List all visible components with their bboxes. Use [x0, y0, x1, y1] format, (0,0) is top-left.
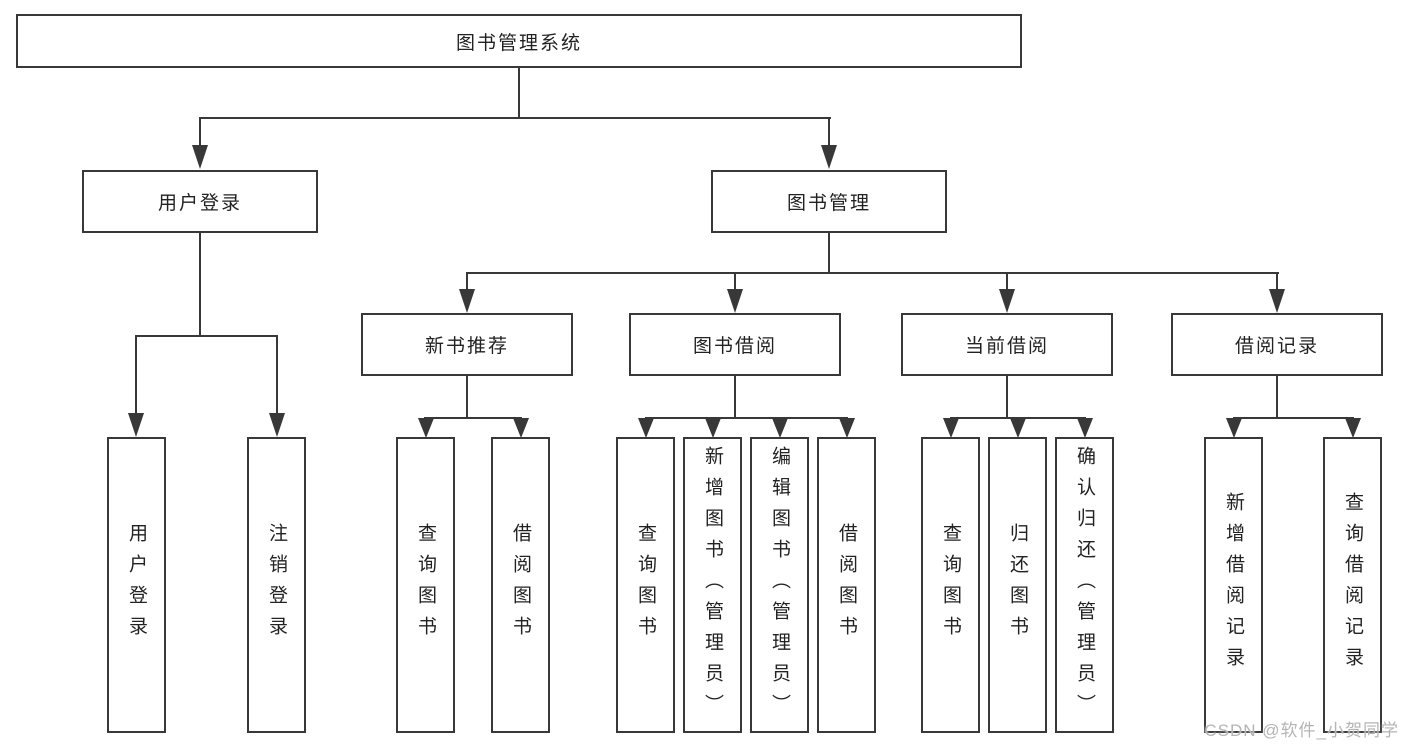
node-current-borrowing: 当前借阅	[901, 313, 1113, 376]
connector-book-borrow-bar	[645, 417, 848, 419]
node-book-borrowing: 图书借阅	[629, 313, 841, 376]
arrow-down-icon	[418, 418, 434, 438]
arrow-down-icon	[1077, 418, 1093, 438]
node-user-login: 用户登录	[82, 170, 318, 233]
connector-new-books-stem	[466, 376, 468, 419]
node-query-books-recommend: 查询图书	[396, 437, 455, 733]
connector-l3-drop	[1276, 272, 1278, 290]
node-query-books-current: 查询图书	[921, 437, 980, 733]
arrow-down-icon	[1345, 418, 1361, 438]
connector-user-login-stem	[199, 233, 201, 337]
node-add-books-admin: 新增图书（管理员）	[683, 437, 742, 733]
node-edit-books-admin: 编辑图书（管理员）	[750, 437, 809, 733]
arrow-down-icon	[513, 418, 529, 438]
node-logout-leaf: 注销登录	[247, 437, 306, 733]
arrow-down-icon	[705, 418, 721, 438]
connector-book-management-drop	[828, 117, 830, 146]
arrow-down-icon	[1269, 289, 1285, 313]
node-confirm-return-admin: 确认归还（管理员）	[1055, 437, 1114, 733]
arrow-down-icon	[192, 145, 208, 169]
node-borrowing-records: 借阅记录	[1171, 313, 1383, 376]
connector-l3-drop	[1006, 272, 1008, 290]
connector-l3-drop	[734, 272, 736, 290]
node-return-books: 归还图书	[988, 437, 1047, 733]
node-query-borrow-record: 查询借阅记录	[1323, 437, 1382, 733]
connector-borrow-records-stem	[1276, 376, 1278, 419]
arrow-down-icon	[821, 145, 837, 169]
connector-root-bar	[199, 117, 831, 119]
arrow-down-icon	[269, 413, 285, 437]
connector-book-management-stem	[828, 233, 830, 274]
arrow-down-icon	[999, 289, 1015, 313]
connector-user-login-drop	[199, 117, 201, 146]
connector-l3-drop	[466, 272, 468, 290]
node-borrow-books-borrowing: 借阅图书	[817, 437, 876, 733]
arrow-down-icon	[839, 418, 855, 438]
connector-book-borrow-stem	[734, 376, 736, 419]
connector-user-login-leaf1-drop	[135, 335, 137, 414]
arrow-down-icon	[772, 418, 788, 438]
arrow-down-icon	[1226, 418, 1242, 438]
node-query-books-borrowing: 查询图书	[616, 437, 675, 733]
node-new-book-recommend: 新书推荐	[361, 313, 573, 376]
arrow-down-icon	[128, 413, 144, 437]
arrow-down-icon	[459, 289, 475, 313]
connector-borrow-records-bar	[1233, 417, 1354, 419]
connector-level3-bar	[466, 272, 1279, 274]
connector-user-login-leaf2-drop	[276, 335, 278, 414]
node-user-login-leaf: 用户登录	[107, 437, 166, 733]
csdn-watermark: CSDN @软件_小贺同学	[1204, 721, 1399, 740]
arrow-down-icon	[727, 289, 743, 313]
connector-root-stem	[518, 68, 520, 119]
node-library-management-system: 图书管理系统	[16, 14, 1022, 68]
arrow-down-icon	[638, 418, 654, 438]
arrow-down-icon	[1010, 418, 1026, 438]
node-book-management: 图书管理	[711, 170, 947, 233]
connector-new-books-bar	[424, 417, 522, 419]
node-add-borrow-record: 新增借阅记录	[1204, 437, 1263, 733]
connector-current-borrow-stem	[1006, 376, 1008, 419]
connector-user-login-bar	[135, 335, 278, 337]
node-borrow-books-recommend: 借阅图书	[491, 437, 550, 733]
arrow-down-icon	[943, 418, 959, 438]
